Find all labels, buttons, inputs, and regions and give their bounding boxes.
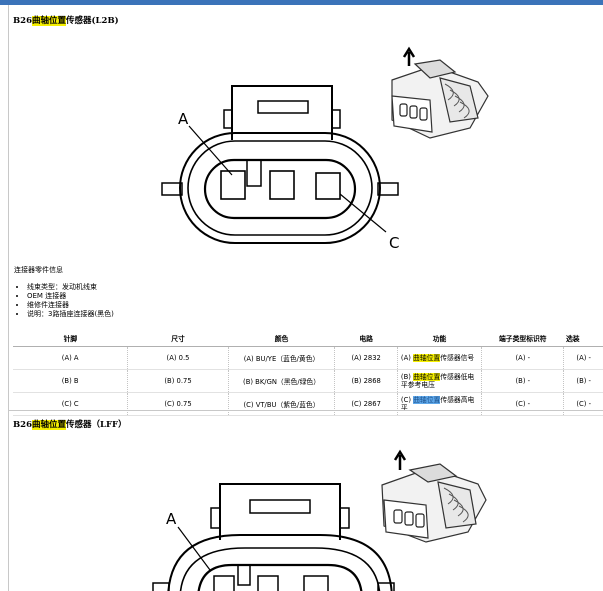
cell-option: (B) - (563, 369, 603, 393)
func-suffix: 传感器低电平参考电压 (400, 373, 475, 389)
cell-option: (A) - (563, 346, 603, 370)
func-prefix: (C) (400, 396, 414, 404)
col-header-function: 功能 (397, 330, 482, 347)
col-header-size: 尺寸 (127, 330, 229, 347)
cell-terminal-type: (B) - (481, 369, 565, 393)
cell-circuit: (C) 2867 (334, 392, 398, 416)
table-row: (C) C (C) 0.75 (C) VT/BU（紫色/蓝色） (C) 2867… (13, 392, 603, 416)
cell-pin: (C) C (13, 392, 129, 416)
page-left-border (8, 5, 9, 591)
list-item: 说明：3路插座连接器(黑色) (27, 310, 114, 319)
search-highlight: 曲轴位置 (32, 420, 67, 430)
selected-text-highlight[interactable]: 曲轴位置 (413, 396, 441, 404)
list-item: 线束类型：发动机线束 (27, 283, 114, 292)
cell-color: (A) BU/YE（蓝色/黄色） (228, 346, 336, 370)
func-suffix: 传感器高电平 (400, 396, 475, 412)
col-header-pin: 针脚 (13, 330, 128, 347)
func-prefix: (A) (400, 354, 414, 362)
search-highlight: 曲轴位置 (413, 354, 441, 362)
cell-function: (B) 曲轴位置传感器低电平参考电压 (397, 369, 483, 393)
col-header-circuit: 电路 (334, 330, 398, 347)
section-title-l2b: B26曲轴位置传感器(L2B) (13, 14, 119, 26)
search-highlight: 曲轴位置 (413, 373, 441, 381)
cell-pin: (B) B (13, 369, 129, 393)
cell-color: (B) BK/GN（黑色/绿色） (228, 369, 336, 393)
cell-color: (C) VT/BU（紫色/蓝色） (228, 392, 336, 416)
cell-size: (B) 0.75 (127, 369, 229, 393)
cell-circuit: (A) 2832 (334, 346, 398, 370)
cell-function: (A) 曲轴位置传感器信号 (397, 346, 483, 370)
cell-function: (C) 曲轴位置传感器高电平 (397, 392, 483, 416)
connector-info: 连接器零件信息 线束类型：发动机线束 OEM 连接器 维修件连接器 说明：3路插… (14, 265, 114, 319)
func-suffix: 传感器信号 (440, 354, 475, 362)
connector-info-list: 线束类型：发动机线束 OEM 连接器 维修件连接器 说明：3路插座连接器(黑色) (14, 283, 114, 319)
connector-info-title: 连接器零件信息 (14, 266, 63, 274)
list-item: 维修件连接器 (27, 301, 114, 310)
cell-size: (A) 0.5 (127, 346, 229, 370)
table-row: (A) A (A) 0.5 (A) BU/YE（蓝色/黄色） (A) 2832 … (13, 346, 603, 370)
cell-option: (C) - (563, 392, 603, 416)
table-row: (B) B (B) 0.75 (B) BK/GN（黑色/绿色） (B) 2868… (13, 369, 603, 393)
cell-circuit: (B) 2868 (334, 369, 398, 393)
window-top-bar (0, 0, 603, 5)
connector-face-diagram-lff: A (152, 483, 395, 591)
cell-size: (C) 0.75 (127, 392, 229, 416)
cell-pin: (A) A (13, 346, 129, 370)
search-highlight: 曲轴位置 (32, 16, 67, 26)
connector-3d-diagram-l2b (391, 46, 489, 139)
title-suffix: 传感器（LFF） (66, 420, 127, 430)
title-suffix: 传感器(L2B) (66, 16, 119, 26)
col-header-color: 颜色 (228, 330, 335, 347)
title-prefix: B26 (13, 420, 33, 430)
connector-face-diagram-l2b: A C (161, 85, 399, 252)
pin-a-label: A (178, 110, 189, 128)
cell-terminal-type: (C) - (481, 392, 565, 416)
col-header-terminal-type: 端子类型标识符 (481, 330, 564, 347)
func-prefix: (B) (400, 373, 414, 381)
title-prefix: B26 (13, 16, 33, 26)
table-header-row: 针脚 尺寸 颜色 电路 功能 端子类型标识符 选装 (13, 330, 603, 347)
list-item: OEM 连接器 (27, 292, 114, 301)
pin-table: 针脚 尺寸 颜色 电路 功能 端子类型标识符 选装 (A) A (A) 0.5 … (13, 330, 603, 416)
pin-c-label: C (389, 234, 399, 252)
section-title-lff: B26曲轴位置传感器（LFF） (13, 418, 127, 430)
col-header-option: 选装 (563, 330, 603, 347)
cell-terminal-type: (A) - (481, 346, 565, 370)
section-divider (9, 410, 603, 411)
connector-3d-diagram-lff (381, 449, 487, 543)
pin-a-label: A (166, 510, 177, 528)
